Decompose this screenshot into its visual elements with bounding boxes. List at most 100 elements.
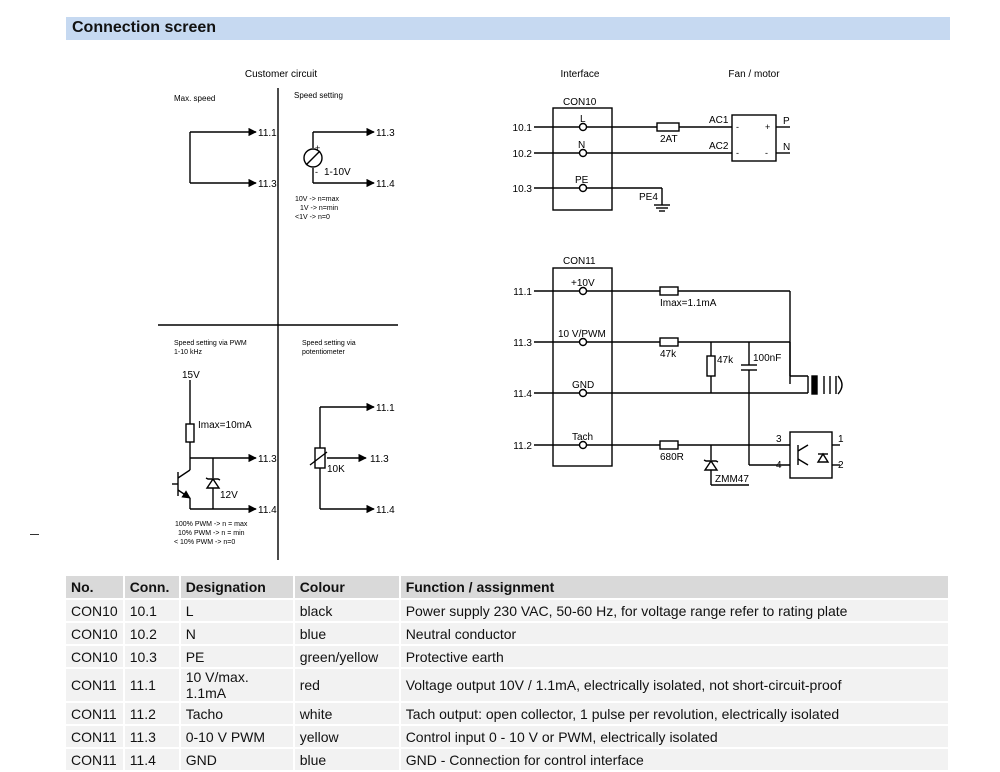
minus-sign: -: [736, 122, 739, 132]
max-speed-label: Max. speed: [174, 94, 215, 103]
resistor-label: 680R: [660, 452, 684, 463]
table-cell: Tacho: [179, 702, 295, 726]
terminal-label: 11.3: [258, 454, 277, 465]
table-cell: blue: [293, 748, 401, 772]
column-header: Function / assignment: [399, 576, 951, 600]
table-cell: 10.2: [123, 622, 181, 646]
table-cell: Voltage output 10V / 1.1mA, electrically…: [399, 668, 951, 703]
terminal-label: 11.4: [258, 505, 277, 516]
ac1-label: AC1: [709, 115, 729, 126]
table-cell: Control input 0 - 10 V or PWM, electrica…: [399, 725, 951, 749]
pwm-note: 10% PWM -> n = min: [178, 530, 245, 537]
speed-setting-circuit: [303, 127, 375, 188]
opto-pin-label: 1: [838, 434, 844, 445]
speed-note: <1V -> n=0: [295, 214, 330, 221]
table-cell: green/yellow: [293, 645, 401, 669]
terminal-label: 11.3: [370, 454, 389, 465]
column-header: Colour: [293, 576, 401, 600]
pin-name: 10 V/PWM: [558, 329, 606, 340]
terminal-label: 11.3: [513, 338, 532, 349]
interface-heading: Interface: [561, 69, 600, 80]
table-cell: N: [179, 622, 295, 646]
table-cell: 11.4: [123, 748, 181, 772]
table-cell: 10.3: [123, 645, 181, 669]
terminal-label: 11.2: [513, 441, 532, 452]
zener-label: 12V: [220, 490, 238, 501]
con11-block: [534, 267, 843, 486]
pin-name: +10V: [571, 278, 595, 289]
pe-label: PE4: [639, 192, 658, 203]
motor-p-label: P: [783, 116, 790, 127]
table-cell: 0-10 V PWM: [179, 725, 295, 749]
table-cell: yellow: [293, 725, 401, 749]
terminal-label: 11.1: [513, 287, 532, 298]
fan-motor-heading: Fan / motor: [728, 69, 780, 80]
table-cell: blue: [293, 622, 401, 646]
resistor-label: Imax=1.1mA: [660, 298, 717, 309]
wiring-diagram: Customer circuit Max. speed 11.1 11.3 Sp…: [158, 69, 844, 560]
supply-label: 15V: [182, 370, 200, 381]
voltage-source-label: 1-10V: [324, 167, 351, 178]
terminal-label: 11.4: [513, 389, 532, 400]
zener-label: ZMM47: [715, 474, 749, 485]
table-cell: CON11: [66, 668, 125, 703]
table-cell: GND: [179, 748, 295, 772]
plus-sign: +: [315, 143, 320, 153]
margin-dash: [30, 534, 39, 535]
table-cell: L: [179, 599, 295, 623]
table-row: CON10 10.1 L black Power supply 230 VAC,…: [66, 599, 951, 623]
title-bar: Connection screen: [66, 17, 950, 40]
con11-label: CON11: [563, 256, 596, 267]
table-cell: red: [293, 668, 401, 703]
pin-name: PE: [575, 175, 589, 186]
pin-name: N: [578, 140, 585, 151]
table-cell: CON10: [66, 622, 125, 646]
max-speed-circuit: [189, 127, 257, 188]
terminal-label: 11.4: [376, 505, 395, 516]
con10-label: CON10: [563, 97, 597, 108]
pwm-note: 100% PWM -> n = max: [175, 521, 248, 528]
pwm-note: < 10% PWM -> n=0: [174, 539, 235, 546]
table-cell: CON11: [66, 725, 125, 749]
pwm-circuit: [172, 380, 257, 514]
table-row: CON10 10.3 PE green/yellow Protective ea…: [66, 645, 951, 669]
customer-circuit-heading: Customer circuit: [245, 69, 317, 80]
pin-name: Tach: [572, 432, 593, 443]
table-cell: Tach output: open collector, 1 pulse per…: [399, 702, 951, 726]
connection-table: No. Conn. Designation Colour Function / …: [66, 576, 951, 772]
table-cell: CON11: [66, 748, 125, 772]
table-cell: Power supply 230 VAC, 50-60 Hz, for volt…: [399, 599, 951, 623]
terminal-label: 11.4: [376, 179, 395, 190]
opto-pin-label: 2: [838, 460, 844, 471]
resistor-label: 47k: [717, 355, 734, 366]
minus-sign: -: [765, 148, 768, 158]
terminal-label: 10.3: [513, 184, 533, 195]
table-header-row: No. Conn. Designation Colour Function / …: [66, 576, 951, 600]
motor-n-label: N: [783, 142, 790, 153]
table-cell: GND - Connection for control interface: [399, 748, 951, 772]
table-cell: CON11: [66, 702, 125, 726]
terminal-label: 11.1: [376, 403, 395, 414]
speed-setting-label: Speed setting: [294, 91, 343, 100]
fuse-label: 2AT: [660, 134, 678, 145]
table-cell: 10 V/max. 1.1mA: [179, 668, 295, 703]
potentiometer-value: 10K: [327, 464, 345, 475]
resistor-label: Imax=10mA: [198, 420, 252, 431]
terminal-label: 11.3: [376, 128, 395, 139]
opto-pin-label: 4: [776, 460, 782, 471]
table-cell: white: [293, 702, 401, 726]
potentiometer-label: Speed setting via: [302, 340, 356, 347]
minus-sign: -: [315, 167, 318, 177]
pwm-label: Speed setting via PWM: [174, 340, 247, 347]
table-cell: 11.1: [123, 668, 181, 703]
minus-sign: -: [736, 148, 739, 158]
pin-name: L: [580, 114, 586, 125]
speed-note: 1V -> n=min: [300, 205, 338, 212]
terminal-label: 11.3: [258, 179, 277, 190]
capacitor-label: 100nF: [753, 353, 781, 364]
column-header: Designation: [179, 576, 295, 600]
table-cell: black: [293, 599, 401, 623]
table-cell: 11.3: [123, 725, 181, 749]
plus-sign: +: [765, 122, 770, 132]
table-cell: 11.2: [123, 702, 181, 726]
